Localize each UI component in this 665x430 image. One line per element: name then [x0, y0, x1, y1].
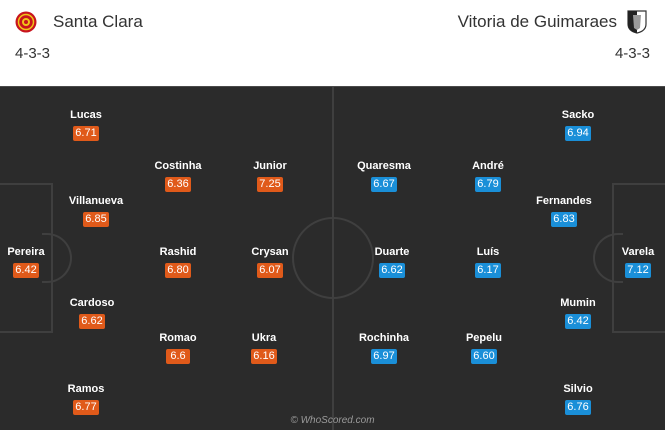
player-rating: 6.97 — [371, 349, 397, 364]
player-name: Quaresma — [357, 160, 411, 172]
player-rating: 6.80 — [165, 263, 191, 278]
away-player-card[interactable]: Pepelu 6.60 — [439, 331, 529, 364]
player-name: Pereira — [7, 246, 45, 258]
player-rating: 7.25 — [257, 177, 283, 192]
player-rating: 6.42 — [13, 263, 39, 278]
vitoria-guimaraes-crest-icon[interactable] — [627, 10, 647, 34]
player-rating: 6.76 — [565, 400, 591, 415]
player-rating: 6.85 — [83, 212, 109, 227]
player-rating: 6.16 — [251, 349, 277, 364]
player-rating: 6.6 — [166, 349, 190, 364]
home-player-card[interactable]: Cardoso 6.62 — [47, 296, 137, 329]
player-name: Ramos — [67, 383, 105, 395]
player-name: Pepelu — [465, 332, 503, 344]
player-name: Crysan — [251, 246, 289, 258]
home-player-card[interactable]: Lucas 6.71 — [41, 108, 131, 141]
player-name: Sacko — [561, 109, 595, 121]
player-rating: 6.94 — [565, 126, 591, 141]
away-formation: 4-3-3 — [614, 45, 650, 62]
home-player-card[interactable]: Ukra 6.16 — [219, 331, 309, 364]
player-name: Ukra — [251, 332, 277, 344]
player-rating: 6.71 — [73, 126, 99, 141]
whoscored-watermark: © WhoScored.com — [290, 415, 375, 426]
away-player-card[interactable]: Varela 7.12 — [593, 245, 665, 278]
player-name: Romao — [159, 332, 197, 344]
player-rating: 6.62 — [79, 314, 105, 329]
player-name: Silvio — [563, 383, 593, 395]
player-rating: 6.77 — [73, 400, 99, 415]
home-player-card[interactable]: Rashid 6.80 — [133, 245, 223, 278]
player-name: Mumin — [560, 297, 596, 309]
player-name: Lucas — [70, 109, 102, 121]
player-name: Cardoso — [69, 297, 115, 309]
player-rating: 6.62 — [379, 263, 405, 278]
home-formation: 4-3-3 — [15, 45, 51, 62]
player-name: Fernandes — [536, 195, 592, 207]
player-name: Villanueva — [68, 195, 124, 207]
player-rating: 6.60 — [471, 349, 497, 364]
home-player-card[interactable]: Romao 6.6 — [133, 331, 223, 364]
home-player-card[interactable]: Costinha 6.36 — [133, 159, 223, 192]
player-name: Duarte — [374, 246, 410, 258]
player-rating: 6.67 — [371, 177, 397, 192]
away-player-card[interactable]: André 6.79 — [443, 159, 533, 192]
match-header: Santa Clara 4-3-3 Vitoria de Guimaraes 4… — [0, 0, 665, 86]
away-player-card[interactable]: Mumin 6.42 — [533, 296, 623, 329]
player-name: Rochinha — [358, 332, 410, 344]
home-team-name[interactable]: Santa Clara — [53, 12, 143, 31]
home-player-card[interactable]: Pereira 6.42 — [0, 245, 71, 278]
home-player-card[interactable]: Ramos 6.77 — [41, 382, 131, 415]
away-player-card[interactable]: Duarte 6.62 — [347, 245, 437, 278]
player-rating: 6.79 — [475, 177, 501, 192]
away-player-card[interactable]: Fernandes 6.83 — [519, 194, 609, 227]
center-circle — [292, 217, 374, 299]
player-name: Junior — [253, 160, 287, 172]
player-name: Costinha — [154, 160, 202, 172]
away-player-card[interactable]: Sacko 6.94 — [533, 108, 623, 141]
home-player-card[interactable]: Junior 7.25 — [225, 159, 315, 192]
player-rating: 7.12 — [625, 263, 651, 278]
player-name: André — [472, 160, 504, 172]
home-player-card[interactable]: Crysan 6.07 — [225, 245, 315, 278]
away-player-card[interactable]: Luís 6.17 — [443, 245, 533, 278]
player-rating: 6.42 — [565, 314, 591, 329]
player-name: Varela — [621, 246, 655, 258]
pitch — [0, 86, 665, 430]
player-rating: 6.07 — [257, 263, 283, 278]
home-player-card[interactable]: Villanueva 6.85 — [51, 194, 141, 227]
player-rating: 6.83 — [551, 212, 577, 227]
player-name: Rashid — [159, 246, 197, 258]
away-team-name[interactable]: Vitoria de Guimaraes — [457, 12, 617, 31]
player-rating: 6.36 — [165, 177, 191, 192]
santa-clara-crest-icon[interactable] — [15, 11, 37, 33]
away-player-card[interactable]: Quaresma 6.67 — [339, 159, 429, 192]
player-name: Luís — [476, 246, 500, 258]
away-player-card[interactable]: Silvio 6.76 — [533, 382, 623, 415]
player-rating: 6.17 — [475, 263, 501, 278]
away-player-card[interactable]: Rochinha 6.97 — [339, 331, 429, 364]
